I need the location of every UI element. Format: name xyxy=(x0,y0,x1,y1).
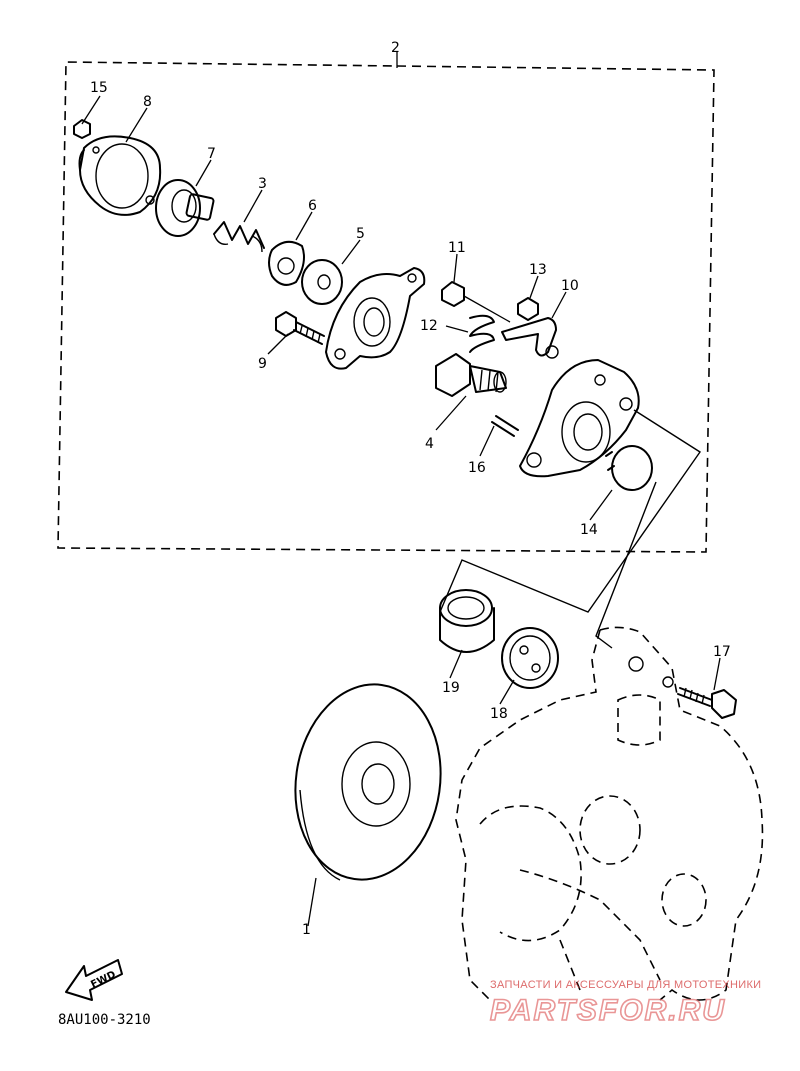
part-5-washer xyxy=(301,239,361,305)
callout-13: 13 xyxy=(529,262,547,278)
part-1-disc xyxy=(294,683,442,927)
part-6-plate xyxy=(268,211,313,286)
part-8-cover xyxy=(78,107,162,216)
part-7-shaft xyxy=(155,159,215,237)
watermark-brand: PARTSFOR.RU xyxy=(490,994,726,1027)
part-19-seal xyxy=(439,589,495,679)
callout-11: 11 xyxy=(448,240,466,256)
callout-7: 7 xyxy=(207,146,216,162)
callout-8: 8 xyxy=(143,94,152,110)
callout-15: 15 xyxy=(90,80,108,96)
part-9-bolt xyxy=(267,311,325,355)
pump-body xyxy=(519,359,640,478)
callout-5: 5 xyxy=(356,226,365,242)
part-18-gasket xyxy=(499,627,559,705)
callout-17: 17 xyxy=(713,644,731,660)
watermark-tagline: ЗАПЧАСТИ И АКСЕССУАРЫ ДЛЯ МОТОТЕХНИКИ xyxy=(490,979,761,991)
part-4-plunger xyxy=(435,353,507,431)
callout-16: 16 xyxy=(468,460,486,476)
callout-labels: 2 15 8 7 3 6 5 11 13 10 12 9 4 16 14 17 … xyxy=(90,40,731,938)
part-13-nut xyxy=(517,275,539,321)
callout-10: 10 xyxy=(561,278,579,294)
callout-6: 6 xyxy=(308,198,317,214)
fwd-arrow-icon: FWD xyxy=(65,959,123,1001)
callout-3: 3 xyxy=(258,176,267,192)
part-12-spring xyxy=(445,314,495,353)
callout-4: 4 xyxy=(425,436,434,452)
callout-9: 9 xyxy=(258,356,267,372)
callout-12: 12 xyxy=(420,318,438,334)
pump-housing xyxy=(325,267,426,370)
callout-18: 18 xyxy=(490,706,508,722)
watermark: ЗАПЧАСТИ И АКСЕССУАРЫ ДЛЯ МОТОТЕХНИКИ PA… xyxy=(489,979,761,1028)
part-11-nut xyxy=(441,253,511,323)
callout-1: 1 xyxy=(302,922,311,938)
part-3-spring xyxy=(213,189,265,253)
part-15-nut xyxy=(73,95,101,139)
callout-14: 14 xyxy=(580,522,598,538)
assembly-connector-lines xyxy=(439,409,701,649)
drawing-code: 8AU100-3210 xyxy=(58,1012,151,1028)
part-14-plug xyxy=(589,445,653,521)
callout-2: 2 xyxy=(391,40,400,56)
part-17-bolt xyxy=(677,657,737,719)
engine-crankcase xyxy=(455,626,764,1001)
callout-19: 19 xyxy=(442,680,460,696)
assembly-boundary xyxy=(57,52,715,553)
part-10-lever xyxy=(501,291,567,359)
part-16-pin xyxy=(479,415,519,457)
